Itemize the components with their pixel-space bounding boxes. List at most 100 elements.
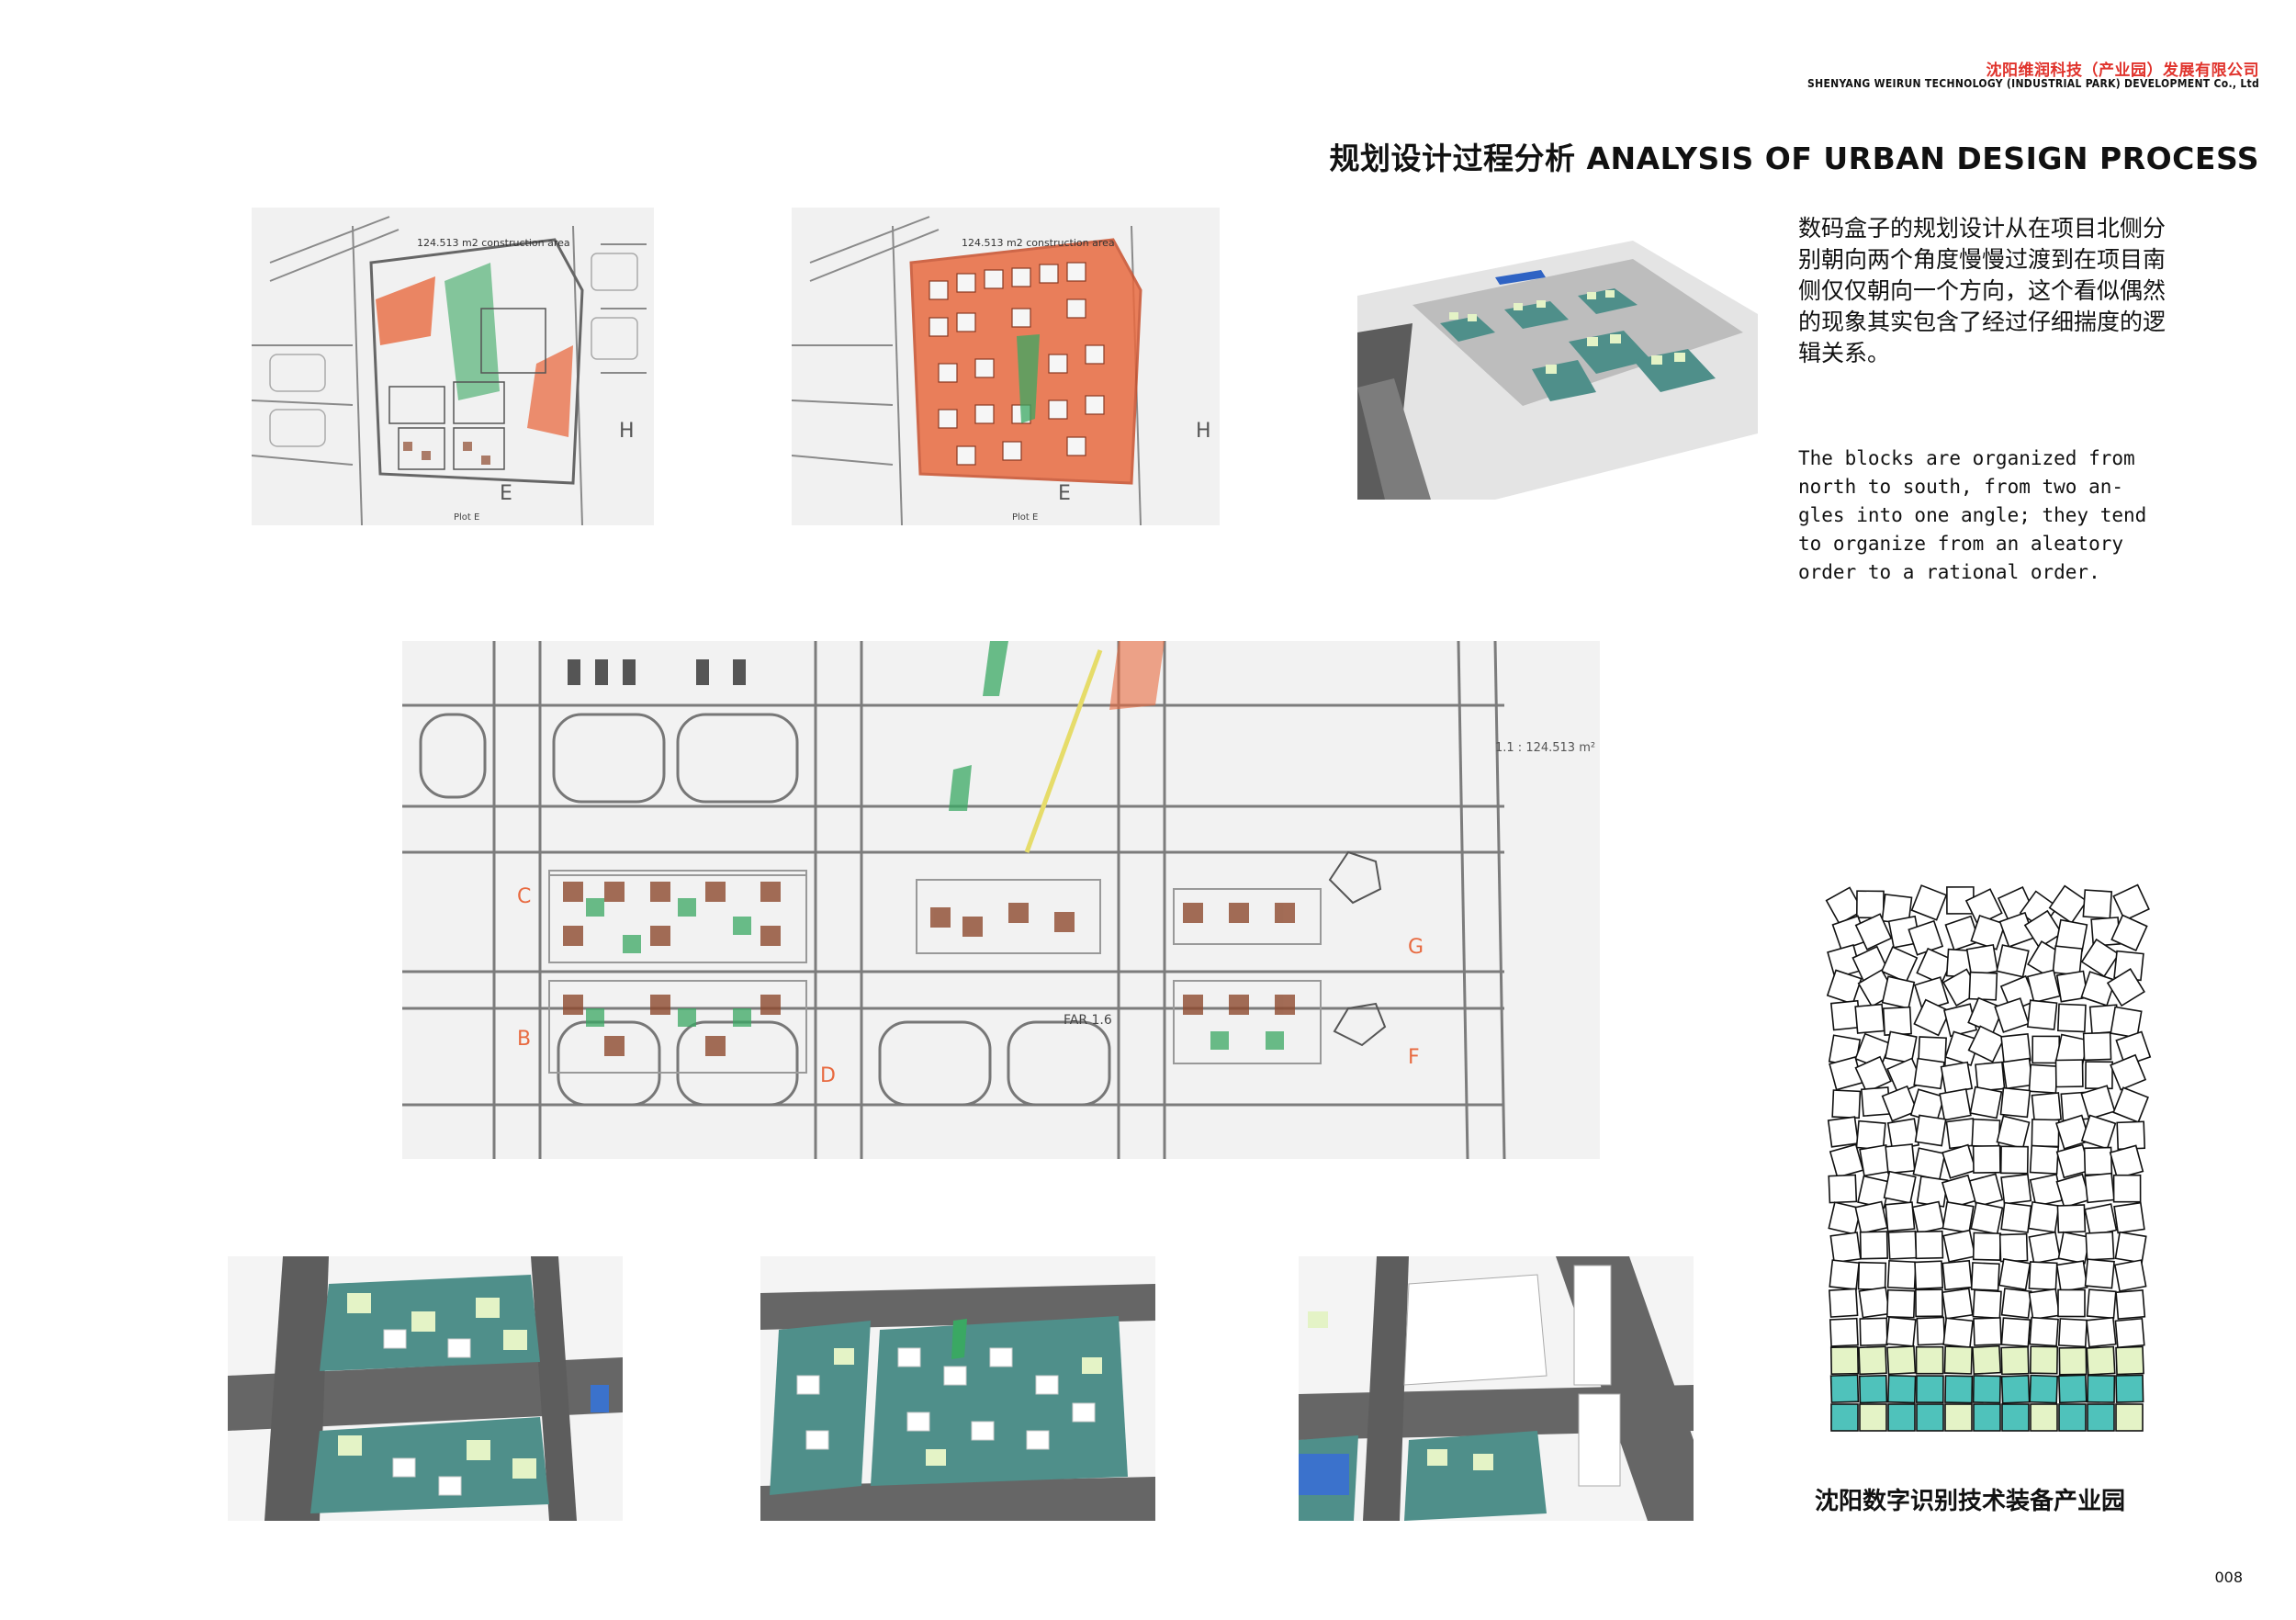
diagram-square bbox=[1829, 1056, 1863, 1091]
diagram-square bbox=[2112, 1086, 2149, 1123]
diagram-square bbox=[2032, 1035, 2061, 1064]
diagram-square bbox=[2026, 999, 2058, 1030]
diagram-square bbox=[1973, 1403, 2001, 1432]
sketch2-area-label: 124.513 m2 construction area bbox=[962, 237, 1115, 249]
diagram-square bbox=[1854, 913, 1893, 951]
diagram-square bbox=[2084, 1258, 2115, 1289]
page-title: 规划设计过程分析 ANALYSIS OF URBAN DESIGN PROCES… bbox=[1329, 141, 2259, 176]
diagram-square bbox=[1999, 1145, 2029, 1175]
plan-note-top: 1.1 : 124.513 m² bbox=[1495, 741, 1595, 755]
plan-label-c: C bbox=[517, 885, 531, 908]
diagram-square bbox=[1916, 1403, 1944, 1432]
diagram-square bbox=[1830, 1403, 1859, 1432]
diagram-square bbox=[1968, 1173, 2004, 1208]
diagram-square bbox=[2029, 1173, 2064, 1208]
diagram-square bbox=[1910, 884, 1948, 921]
plan-label-b: B bbox=[517, 1028, 531, 1051]
page-number: 008 bbox=[2214, 1569, 2243, 1586]
diagram-square bbox=[1942, 1317, 1974, 1349]
diagram-square bbox=[1996, 1115, 2031, 1150]
diagram-square bbox=[2087, 1374, 2116, 1403]
diagram-square bbox=[1944, 1375, 1974, 1404]
diagram-square bbox=[2082, 1031, 2112, 1062]
diagram-square bbox=[1973, 1317, 2002, 1346]
diagram-square bbox=[2080, 1114, 2117, 1150]
diagram-square bbox=[2026, 969, 2061, 1004]
diagram-square bbox=[1885, 1201, 1916, 1232]
diagram-square bbox=[1828, 1174, 1858, 1204]
diagram-square bbox=[1829, 1317, 1859, 1347]
model-3d-overview bbox=[1357, 241, 1758, 500]
diagram-square bbox=[2086, 1316, 2117, 1348]
diagram-square bbox=[1884, 1030, 1918, 1064]
diagram-square bbox=[1828, 1288, 1859, 1318]
diagram-square bbox=[1941, 1288, 1974, 1320]
diagram-square bbox=[1967, 1025, 2006, 1063]
diagram-square bbox=[1969, 1086, 2003, 1119]
diagram-square bbox=[1914, 1230, 1944, 1260]
diagram-square bbox=[1942, 1229, 1976, 1263]
diagram-square bbox=[1970, 915, 2007, 951]
diagram-square bbox=[2056, 1003, 2087, 1033]
diagram-square bbox=[1881, 975, 1916, 1009]
diagram-square bbox=[2030, 1403, 2058, 1432]
diagram-square bbox=[2052, 945, 2083, 976]
diagram-square bbox=[2080, 1085, 2116, 1120]
diagram-square bbox=[1886, 1345, 1917, 1376]
diagram-square bbox=[2110, 914, 2148, 952]
diagram-square bbox=[1885, 1316, 1917, 1347]
diagram-square bbox=[2028, 1261, 2058, 1291]
diagram-square bbox=[1916, 1176, 1949, 1208]
model-3d-view-1 bbox=[228, 1256, 623, 1521]
diagram-square bbox=[1968, 971, 1998, 1001]
diagram-square bbox=[1859, 1231, 1889, 1260]
diagram-caption: 沈阳数字识别技术装备产业园 bbox=[1815, 1488, 2126, 1515]
diagram-square bbox=[2058, 1403, 2087, 1432]
diagram-square bbox=[2057, 1318, 2088, 1348]
diagram-square bbox=[2082, 889, 2113, 919]
diagram-square bbox=[1880, 946, 1919, 984]
diagram-square bbox=[2086, 1345, 2116, 1376]
diagram-square bbox=[2110, 1006, 2143, 1039]
diagram-square bbox=[1831, 1089, 1862, 1119]
diagram-square bbox=[2031, 1092, 2062, 1123]
diagram-square bbox=[1858, 1286, 1891, 1319]
diagram-square bbox=[1829, 1259, 1861, 1290]
diagram-square bbox=[2113, 1259, 2147, 1292]
diagram-square bbox=[2029, 1345, 2059, 1375]
diagram-square bbox=[1887, 1230, 1918, 1260]
diagram-square bbox=[1913, 1057, 1945, 1090]
diagram-square bbox=[2085, 1231, 2115, 1261]
diagram-square bbox=[2112, 883, 2150, 922]
diagram-square bbox=[1854, 1003, 1885, 1034]
diagram-square bbox=[1941, 1201, 1975, 1234]
diagram-square bbox=[1854, 1055, 1892, 1094]
diagram-square bbox=[1915, 1288, 1943, 1318]
diagram-square bbox=[1912, 1147, 1946, 1181]
diagram-square bbox=[2087, 1403, 2115, 1432]
diagram-square bbox=[1828, 1201, 1863, 1235]
diagram-square bbox=[1829, 1345, 1860, 1375]
diagram-square bbox=[1857, 1261, 1887, 1291]
diagram-square bbox=[1886, 1288, 1916, 1319]
diagram-square bbox=[1972, 1344, 2002, 1375]
diagram-square bbox=[1999, 1086, 2032, 1119]
diagram-square bbox=[1972, 1232, 2002, 1261]
diagram-square bbox=[2001, 1403, 2030, 1432]
diagram-square bbox=[1829, 1374, 1860, 1403]
sketch1-letter-h: H bbox=[619, 420, 635, 443]
diagram-square bbox=[1886, 1259, 1917, 1290]
sketch-plan-1: 124.513 m2 construction area Plot E E H bbox=[252, 208, 654, 525]
sketch-plan-2: 124.513 m2 construction area Plot E E H bbox=[792, 208, 1220, 525]
diagram-square bbox=[1915, 1345, 1944, 1375]
diagram-square bbox=[1998, 1232, 2029, 1263]
diagram-square bbox=[1940, 1061, 1974, 1095]
sketch1-area-label: 124.513 m2 construction area bbox=[417, 237, 570, 249]
plan-label-d: D bbox=[820, 1064, 836, 1087]
diagram-square bbox=[2023, 909, 2064, 950]
diagram-square bbox=[2114, 1231, 2147, 1264]
diagram-square bbox=[1854, 1200, 1888, 1235]
diagram-square bbox=[2029, 1374, 2059, 1404]
diagram-square bbox=[2115, 1289, 2146, 1320]
diagram-square bbox=[2058, 1346, 2088, 1376]
